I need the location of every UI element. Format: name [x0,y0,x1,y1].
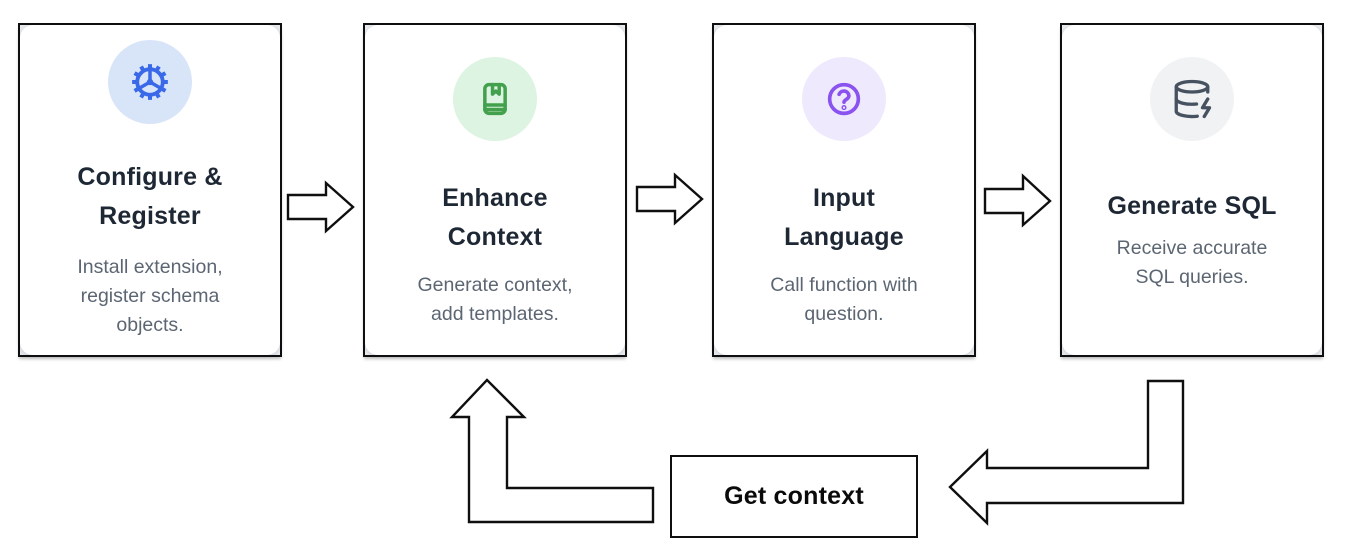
card-title: Enhance Context [442,184,548,251]
flow-arrow-input-to-generate [983,173,1052,228]
card-description: Receive accurate SQL queries. [1116,237,1268,288]
card-input-language-body: Input Language Call function with questi… [714,25,974,355]
book-bookmark-icon-circle [453,57,537,141]
card-title: Generate SQL [1107,192,1277,220]
card-configure-register: Configure & Register Install extension, … [18,23,282,357]
card-enhance-context-body: Enhance Context Generate context, add te… [365,25,625,355]
help-circle-icon [827,82,861,116]
gear-icon-circle [108,40,192,124]
card-description: Install extension, register schema objec… [77,256,223,336]
gear-icon [132,64,168,100]
flow-arrow-enhance-to-input [635,172,704,226]
get-context-box: Get context [670,455,918,538]
card-input-language: Input Language Call function with questi… [712,23,976,357]
card-generate-sql: Generate SQL Receive accurate SQL querie… [1060,23,1324,357]
database-zap-icon [1174,79,1212,119]
feedback-arrow-getcontext-to-enhance [449,378,655,524]
card-description: Call function with question. [770,274,918,325]
help-circle-icon-circle [802,57,886,141]
card-enhance-context: Enhance Context Generate context, add te… [363,23,627,357]
card-title: Configure & Register [77,163,223,230]
flow-arrow-configure-to-enhance [286,180,355,234]
card-generate-sql-body: Generate SQL Receive accurate SQL querie… [1062,25,1322,355]
database-zap-icon-circle [1150,57,1234,141]
book-bookmark-icon [483,82,507,116]
card-title: Input Language [784,184,904,251]
feedback-arrow-generate-to-getcontext [948,379,1185,526]
card-configure-register-body: Configure & Register Install extension, … [20,25,280,355]
get-context-label: Get context [724,482,864,510]
card-description: Generate context, add templates. [417,274,573,325]
